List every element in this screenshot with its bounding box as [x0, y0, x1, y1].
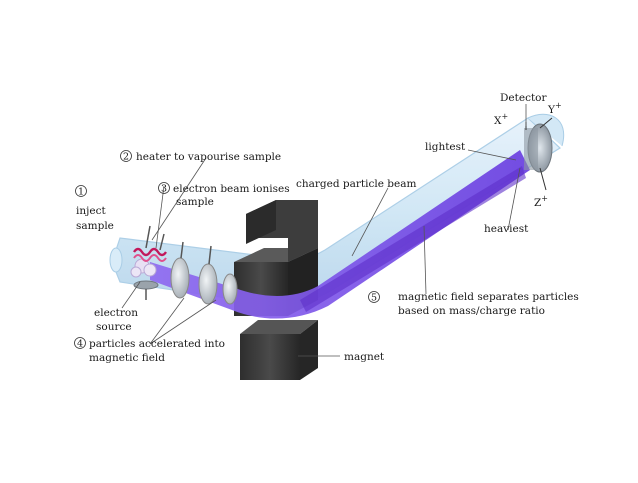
svg-text:4: 4 — [77, 339, 83, 350]
label-x-axis: X+ — [494, 112, 508, 127]
svg-text:2: 2 — [123, 152, 129, 163]
label-charged-beam: charged particle beam — [296, 178, 416, 190]
accelerator-plates — [170, 241, 238, 305]
step-3: 3 — [158, 182, 170, 195]
svg-text:1: 1 — [78, 187, 84, 198]
svg-text:5: 5 — [371, 293, 377, 304]
label-lightest: lightest — [425, 141, 466, 153]
label-magnetic-1: magnetic field separates particles — [398, 291, 579, 303]
svg-text:3: 3 — [161, 184, 167, 195]
label-z-axis: Z+ — [534, 194, 548, 209]
label-heaviest: heaviest — [484, 223, 529, 235]
label-electron-source-1: electron — [94, 307, 138, 319]
label-inject-1: inject — [76, 205, 106, 217]
label-electron-source-2: source — [96, 321, 132, 333]
label-inject-2: sample — [76, 220, 114, 232]
label-magnet: magnet — [344, 351, 385, 363]
label-accel-2: magnetic field — [89, 352, 165, 364]
label-accel-1: particles accelerated into — [89, 338, 225, 350]
label-heater: heater to vapourise sample — [136, 151, 281, 163]
step-5: 5 — [368, 291, 380, 304]
heater-coil — [130, 225, 167, 300]
detector — [524, 117, 553, 191]
label-ebeam-2: sample — [176, 196, 214, 208]
step-1: 1 — [75, 185, 87, 198]
step-4: 4 — [74, 337, 86, 350]
label-ebeam-1: electron beam ionises — [173, 183, 290, 195]
step-2: 2 — [120, 150, 132, 163]
label-detector: Detector — [500, 92, 547, 104]
label-magnetic-2: based on mass/charge ratio — [398, 305, 545, 317]
magnet-bottom — [240, 320, 318, 380]
label-y-axis: Y+ — [547, 101, 562, 116]
leader-lines — [121, 104, 527, 357]
particle-beam — [150, 150, 530, 319]
